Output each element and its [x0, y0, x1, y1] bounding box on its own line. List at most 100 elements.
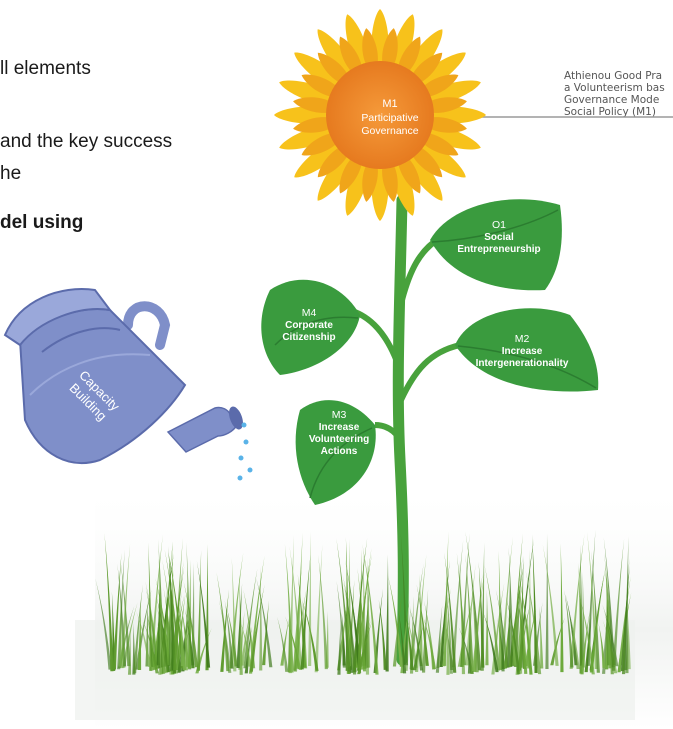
grass-blade — [612, 538, 625, 666]
grass-blade — [444, 552, 457, 673]
grass-blade — [409, 607, 424, 671]
grass-blade — [525, 570, 542, 675]
grass-blade — [458, 626, 474, 674]
petal — [390, 153, 415, 216]
grass-blade — [118, 589, 122, 667]
grass-blade — [471, 571, 485, 672]
leaf-m2-label-1: Increase — [502, 346, 543, 357]
callout-line-1: Athienou Good Pra — [564, 70, 663, 82]
leaf-o1-label-2: Entrepreneurship — [457, 244, 540, 255]
grass-blade — [362, 543, 379, 675]
grass-blade — [231, 557, 237, 672]
grass-blade — [226, 605, 238, 667]
grass-blade — [405, 610, 414, 670]
grass-blade — [387, 575, 404, 667]
callout-line-3: Governance Mode — [564, 94, 660, 106]
grass — [95, 529, 632, 675]
callout-text: Athienou Good Pra a Volunteerism bas Gov… — [564, 70, 673, 118]
grass-blade — [336, 538, 351, 672]
leaf-m4-code: M4 — [302, 307, 317, 319]
grass-blade — [409, 596, 414, 674]
grass-blade — [168, 546, 177, 674]
leaf-m2 — [455, 308, 599, 392]
petal — [403, 147, 443, 201]
grass-blade — [518, 582, 523, 674]
grass-blade — [413, 621, 425, 671]
petal — [412, 138, 466, 178]
grass-blade — [362, 548, 367, 670]
grass-blade — [465, 554, 474, 674]
callout-line-4: Social Policy (M1) — [564, 106, 656, 118]
grass-blade — [445, 580, 453, 674]
grass-blade — [569, 533, 585, 669]
grass-blade — [345, 559, 362, 673]
grass-blade — [518, 577, 528, 674]
grass-blade — [318, 555, 328, 670]
grass-blade — [442, 531, 449, 666]
grass-blade — [216, 572, 230, 672]
grass-blade — [589, 565, 606, 673]
stem — [392, 194, 409, 666]
leaf-m3-label-2: Volunteering — [309, 434, 369, 445]
grass-blade — [626, 603, 631, 670]
grass-blade — [136, 611, 152, 667]
leaf-m4-label-1: Corporate — [285, 320, 333, 331]
grass-blade — [604, 610, 616, 671]
watering-can — [3, 288, 253, 481]
grass-blade — [385, 554, 389, 672]
grass-blade — [357, 549, 362, 669]
grass-blade — [624, 536, 629, 671]
grass-blade — [591, 550, 600, 673]
grass-blade — [357, 612, 367, 672]
petal — [345, 153, 370, 216]
grass-blade — [284, 543, 294, 673]
leaf-m3-label-1: Increase — [319, 422, 360, 433]
grass-blade — [539, 606, 544, 669]
doc-text-line-3: he — [0, 163, 22, 184]
grass-blade — [542, 544, 559, 666]
branch-m4 — [353, 309, 403, 371]
grass-blade — [482, 610, 499, 673]
grass-blade — [458, 560, 466, 675]
grass-blade — [392, 590, 403, 667]
grass-blade — [569, 614, 580, 670]
branch-m3 — [374, 422, 403, 442]
grass-blade — [416, 584, 429, 666]
leaf-o1-label-1: Social — [484, 232, 514, 243]
grass-blade — [133, 584, 143, 674]
grass-blade — [367, 558, 371, 668]
branch-m2 — [398, 342, 461, 402]
grass-blade — [196, 550, 202, 671]
leaf-m2-label-2: Intergenerationality — [476, 358, 569, 369]
flower-label-2: Governance — [361, 125, 418, 137]
grass-blade — [446, 608, 450, 675]
leaf-o1 — [430, 199, 562, 291]
grass-blade — [104, 533, 114, 672]
sunflower-center — [326, 61, 434, 169]
grass-blade — [308, 532, 312, 667]
petal — [317, 147, 357, 201]
grass-blade — [550, 617, 565, 666]
grass-blade — [173, 538, 183, 671]
grass-blade — [180, 605, 185, 667]
grass-blade — [499, 593, 505, 672]
grass-blade — [122, 602, 138, 668]
grass-blade — [512, 533, 523, 666]
grass-blade — [421, 589, 429, 673]
petal — [317, 29, 357, 83]
grass-blade — [560, 543, 564, 673]
grass-blade — [480, 542, 485, 671]
petal — [418, 80, 481, 105]
grass-blade — [137, 600, 142, 670]
grass-blade — [423, 600, 436, 670]
grass-blade — [277, 616, 289, 672]
grass-blade — [177, 610, 192, 673]
petal — [390, 14, 415, 77]
grass-blade — [598, 622, 606, 669]
grass-blade — [325, 611, 329, 668]
grass-blade — [95, 578, 112, 670]
grass-blade — [357, 621, 373, 675]
grass-blade — [181, 604, 190, 667]
grass-blade — [183, 580, 198, 668]
